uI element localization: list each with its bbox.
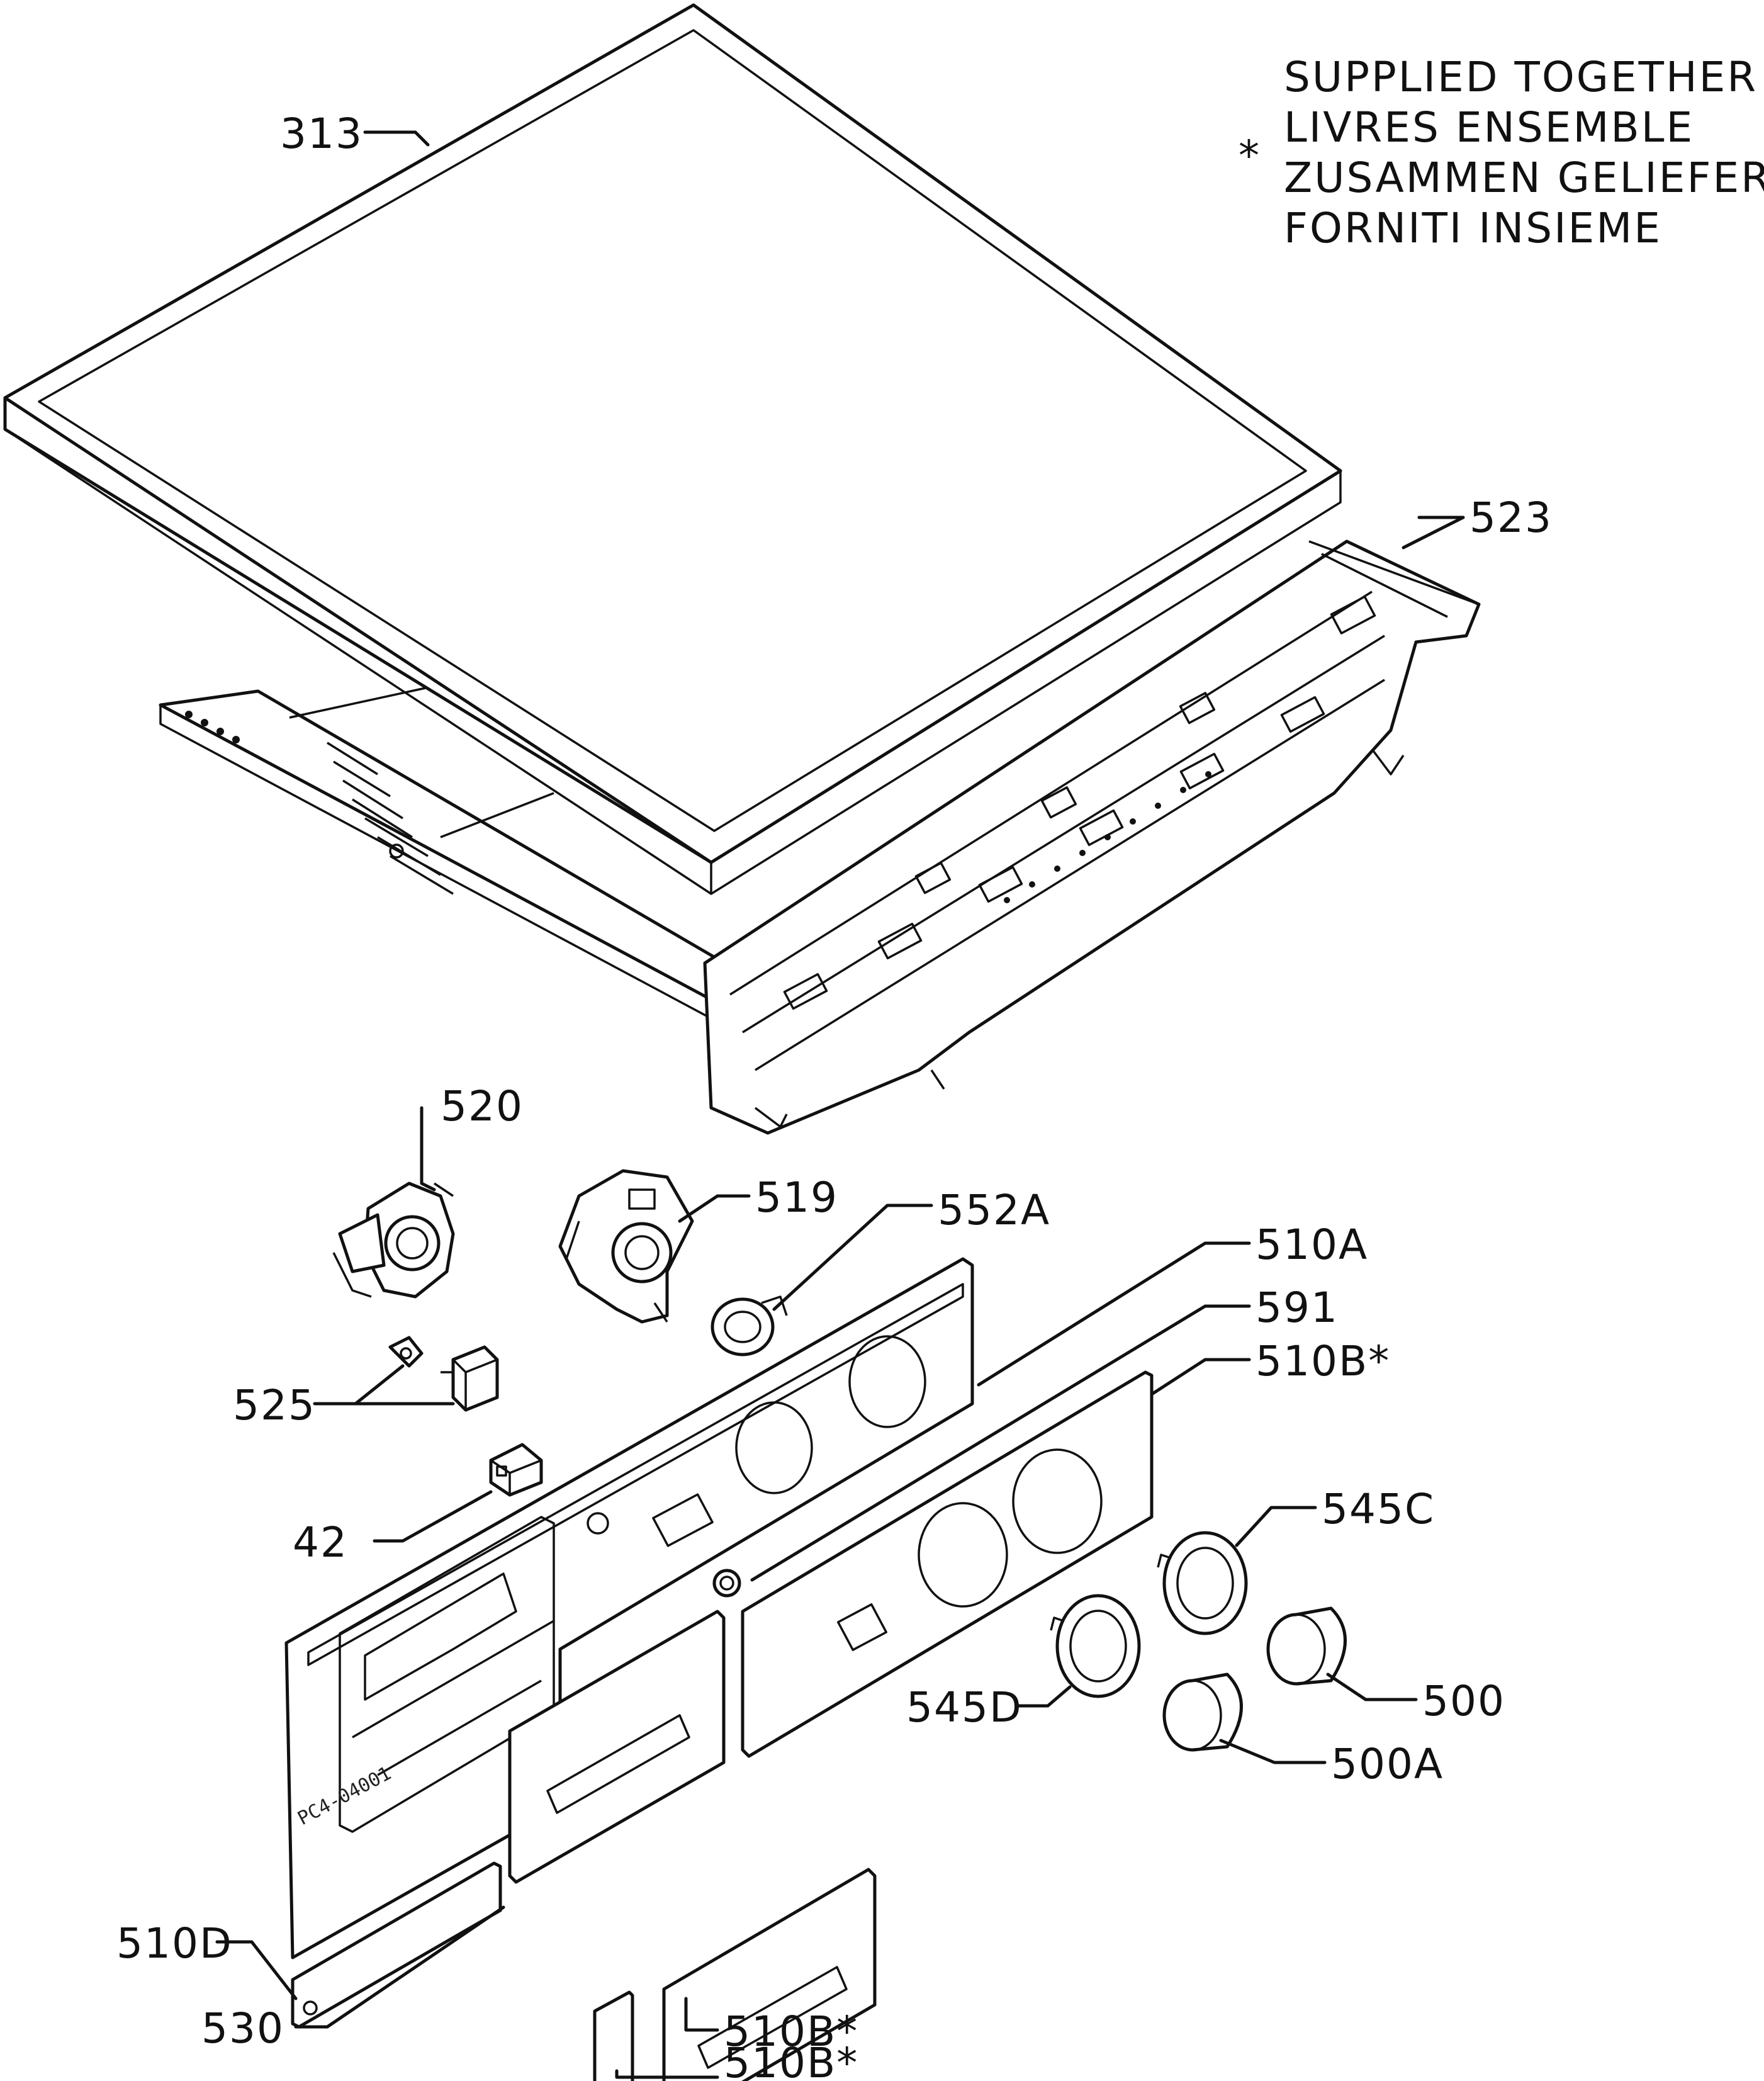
panel-support-frame <box>159 539 1481 1135</box>
part-510A-control-panel <box>741 1370 1154 1758</box>
label-530: 530 <box>201 2004 284 2053</box>
part-545C-ring <box>1157 1531 1248 1635</box>
part-510B-panels <box>508 1610 877 2081</box>
label-313: 313 <box>280 110 363 158</box>
part-552A-bush <box>711 1295 788 1356</box>
leader-lines <box>215 130 1465 2079</box>
label-500A: 500A <box>1331 1740 1444 1788</box>
part-520-lock <box>332 1181 455 1299</box>
label-523: 523 <box>1469 493 1553 542</box>
legend-asterisk: * <box>1239 132 1261 180</box>
part-labels: 313 523 520 519 552A 510A 591 510B* 525 … <box>116 110 1553 2081</box>
label-510D: 510D <box>116 1919 233 1968</box>
label-510B-3: 510B* <box>724 2039 858 2081</box>
part-545D-ring <box>1050 1594 1141 1698</box>
legend-line-it: FORNITI INSIEME <box>1284 204 1662 252</box>
legend-line-fr: LIVRES ENSEMBLE <box>1284 103 1694 152</box>
label-510B-1: 510B* <box>1256 1337 1390 1385</box>
label-519: 519 <box>755 1173 838 1222</box>
legend: * SUPPLIED TOGETHER LIVRES ENSEMBLE ZUSA… <box>1239 53 1764 252</box>
label-510B-2: 510B* <box>724 2007 858 2056</box>
part-500A-knob <box>1162 1672 1243 1752</box>
label-545C: 545C <box>1322 1485 1435 1533</box>
label-500: 500 <box>1422 1677 1505 1725</box>
label-545D: 545D <box>906 1683 1023 1732</box>
label-510A: 510A <box>1256 1221 1368 1269</box>
top-lid <box>3 3 1342 895</box>
label-520: 520 <box>441 1082 524 1131</box>
label-42: 42 <box>293 1518 348 1567</box>
label-591: 591 <box>1256 1283 1339 1332</box>
part-500-knob <box>1266 1606 1347 1686</box>
part-519-bracket <box>558 1169 694 1324</box>
legend-line-de: ZUSAMMEN GELIEFERT <box>1284 154 1764 202</box>
label-552A: 552A <box>938 1186 1050 1234</box>
legend-line-en: SUPPLIED TOGETHER <box>1284 53 1758 101</box>
part-42-connector <box>489 1443 543 1497</box>
part-525-switch <box>388 1336 499 1412</box>
label-525: 525 <box>233 1381 316 1430</box>
part-591-fascia-left: PC4-04001 <box>284 1257 974 1960</box>
